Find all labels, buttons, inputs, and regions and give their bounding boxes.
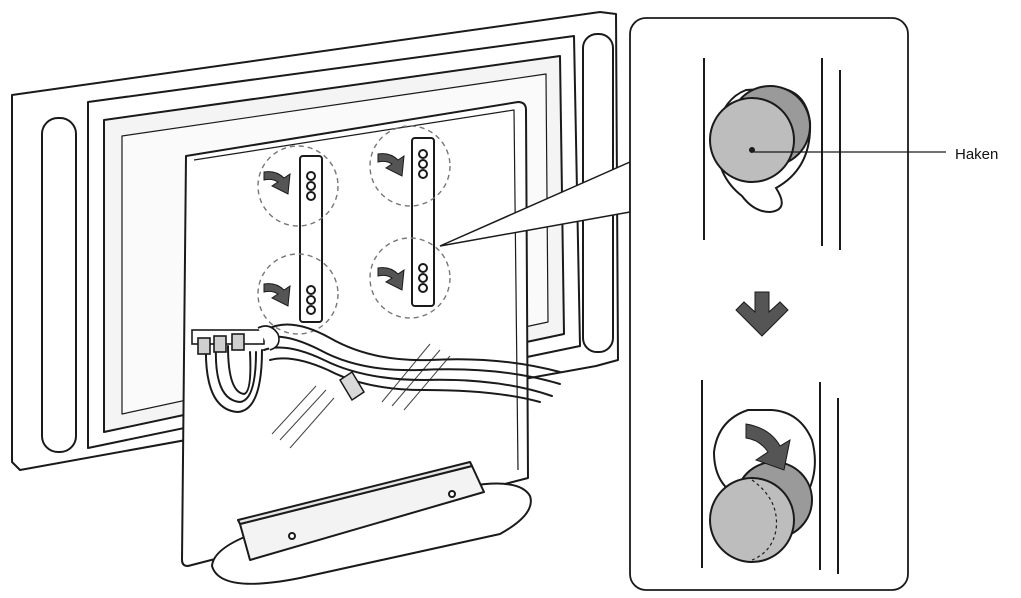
hook-highlight-top-left xyxy=(257,145,339,227)
arrow-down-icon xyxy=(263,171,291,195)
mounting-bracket-right xyxy=(411,137,435,307)
stand-screw xyxy=(288,532,296,540)
hook-detail-before xyxy=(709,85,812,214)
mounting-bracket-left xyxy=(299,155,323,323)
curved-arrow-down-icon xyxy=(745,423,791,471)
cable-bundle xyxy=(204,323,561,414)
hook-head xyxy=(709,477,795,563)
haken-label: Haken xyxy=(955,146,999,163)
stand-back-plate xyxy=(181,101,529,567)
arrow-down-icon xyxy=(377,153,405,177)
cable-tie xyxy=(338,370,366,402)
stand-screw xyxy=(448,490,456,498)
arrow-down-icon xyxy=(377,267,405,291)
hook-detail-after xyxy=(709,409,816,563)
stand-panel xyxy=(181,101,532,585)
hook-highlight-bottom-left xyxy=(257,253,339,335)
stand-foot-bar-top xyxy=(237,461,473,525)
left-speaker xyxy=(41,117,77,453)
hook-highlight-top-right xyxy=(369,125,451,207)
arrow-down-icon xyxy=(735,291,789,337)
hook-head xyxy=(709,97,795,183)
arrow-down-icon xyxy=(263,283,291,307)
detail-rails-bottom xyxy=(701,380,839,574)
hook-highlight-bottom-right xyxy=(369,237,451,319)
cable-connectors xyxy=(191,325,280,355)
stand-back-plate-edge xyxy=(193,109,519,471)
